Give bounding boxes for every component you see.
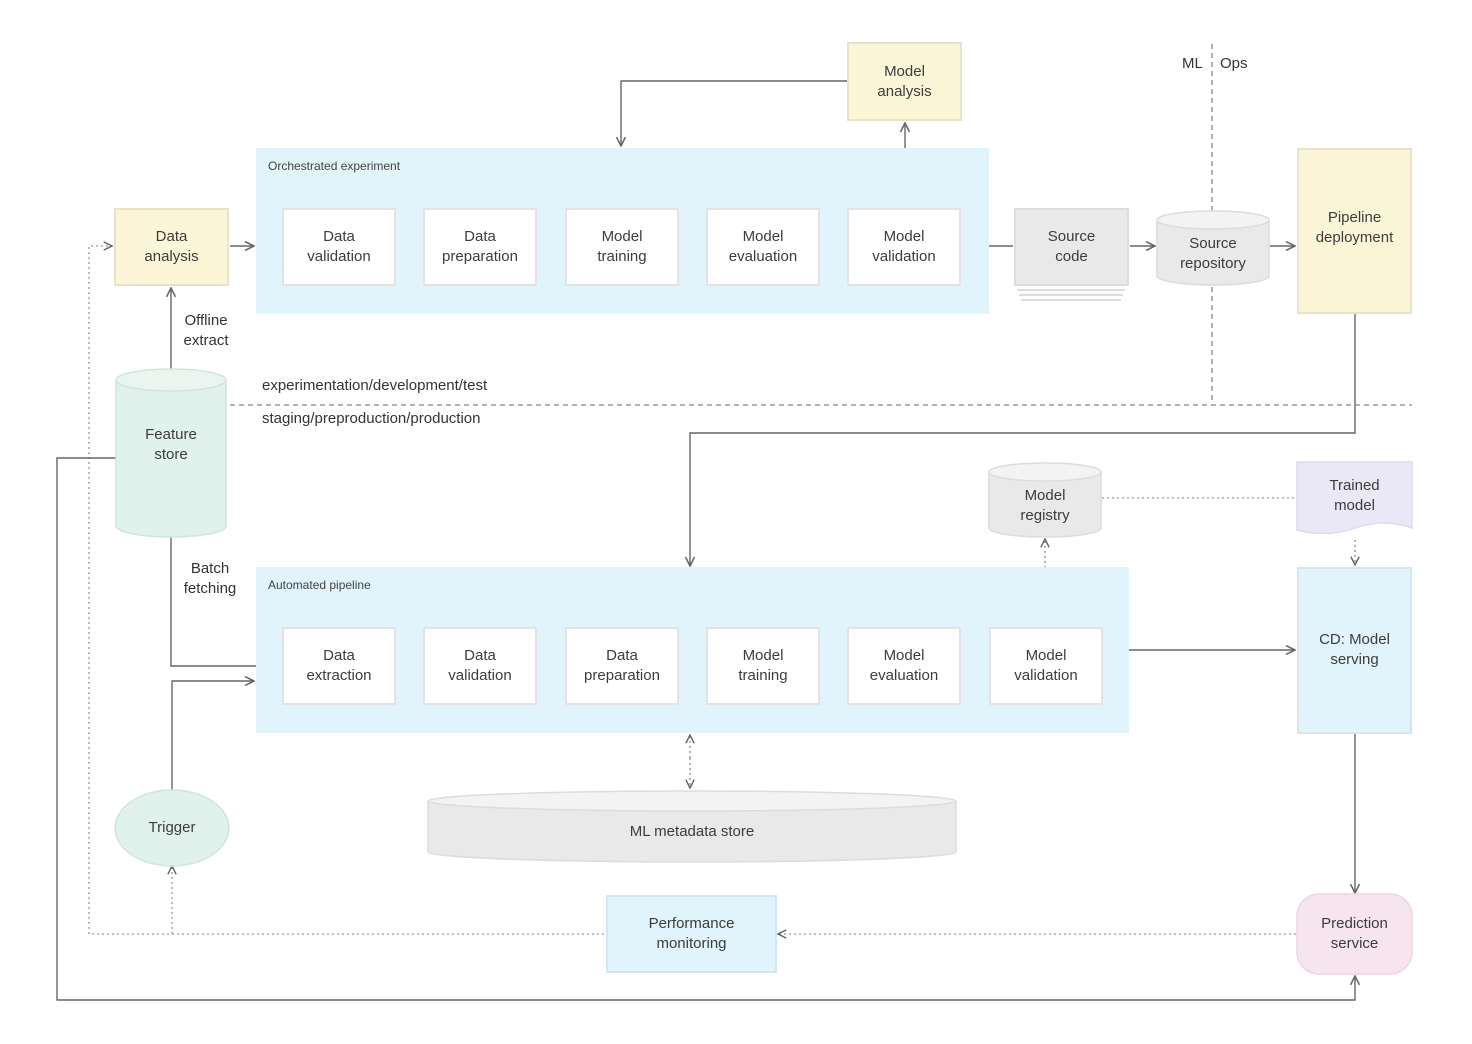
orchestrated-experiment-title: Orchestrated experiment xyxy=(268,159,401,173)
exp-step-model-evaluation[interactable]: Model evaluation xyxy=(706,208,820,286)
prediction-service-shape xyxy=(1296,893,1413,975)
deployment-to-pipeline-arrow xyxy=(690,314,1356,566)
automated-pipeline-panel: Automated pipeline xyxy=(256,567,1129,733)
model-analysis-box[interactable]: Model analysis xyxy=(847,42,962,121)
pipe-step-data-validation[interactable]: Data validation xyxy=(423,627,537,705)
trigger-ellipse xyxy=(114,789,230,867)
upper-environment-label: experimentation/development/test xyxy=(262,377,488,394)
trigger-label[interactable]: Trigger xyxy=(148,819,196,836)
offline-extract-label: Offline extract xyxy=(183,312,229,349)
source-repository-label[interactable]: Source repository xyxy=(1180,235,1246,272)
pipe-step-model-validation[interactable]: Model validation xyxy=(989,627,1103,705)
cd-model-serving-box[interactable]: CD: Model serving xyxy=(1297,567,1412,734)
ml-metadata-store-cylinder xyxy=(427,790,957,863)
exp-step-model-training[interactable]: Model training xyxy=(565,208,679,286)
batch-fetching-label: Batch fetching xyxy=(183,560,237,597)
pipe-step-data-preparation[interactable]: Data preparation xyxy=(565,627,679,705)
model-analysis-to-experiment-arrow xyxy=(621,80,848,146)
model-registry-cylinder xyxy=(988,462,1102,538)
exp-step-data-validation[interactable]: Data validation xyxy=(282,208,396,286)
pipe-step-model-training[interactable]: Model training xyxy=(706,627,820,705)
automated-pipeline-title: Automated pipeline xyxy=(268,578,371,592)
pipeline-deployment-box[interactable]: Pipeline deployment xyxy=(1297,148,1412,314)
model-registry-label[interactable]: Model registry xyxy=(1020,487,1070,524)
trained-model-label[interactable]: Trained model xyxy=(1329,477,1380,514)
trained-model-shape xyxy=(1296,461,1413,535)
batch-fetching-arrow xyxy=(170,536,280,666)
pipe-step-model-evaluation[interactable]: Model evaluation xyxy=(847,627,961,705)
data-analysis-box[interactable]: Data analysis xyxy=(114,208,229,286)
prediction-service-label[interactable]: Prediction service xyxy=(1321,915,1388,952)
trigger-to-pipeline-arrow xyxy=(171,681,254,790)
performance-monitoring-box[interactable]: Performance monitoring xyxy=(606,895,777,973)
ml-metadata-store-label[interactable]: ML metadata store xyxy=(629,823,755,840)
lower-environment-label: staging/preproduction/production xyxy=(262,410,481,427)
ops-label: Ops xyxy=(1220,55,1248,72)
source-code-box[interactable]: Source code xyxy=(1014,208,1129,286)
feature-store-cylinder xyxy=(115,368,227,538)
exp-step-data-preparation[interactable]: Data preparation xyxy=(423,208,537,286)
source-repository-cylinder xyxy=(1156,210,1270,286)
feature-store-to-prediction-arrow xyxy=(56,457,1355,1001)
ml-label: ML xyxy=(1182,55,1203,72)
exp-step-model-validation[interactable]: Model validation xyxy=(847,208,961,286)
feature-store-label[interactable]: Feature store xyxy=(145,426,197,463)
pipe-step-data-extraction[interactable]: Data extraction xyxy=(282,627,396,705)
